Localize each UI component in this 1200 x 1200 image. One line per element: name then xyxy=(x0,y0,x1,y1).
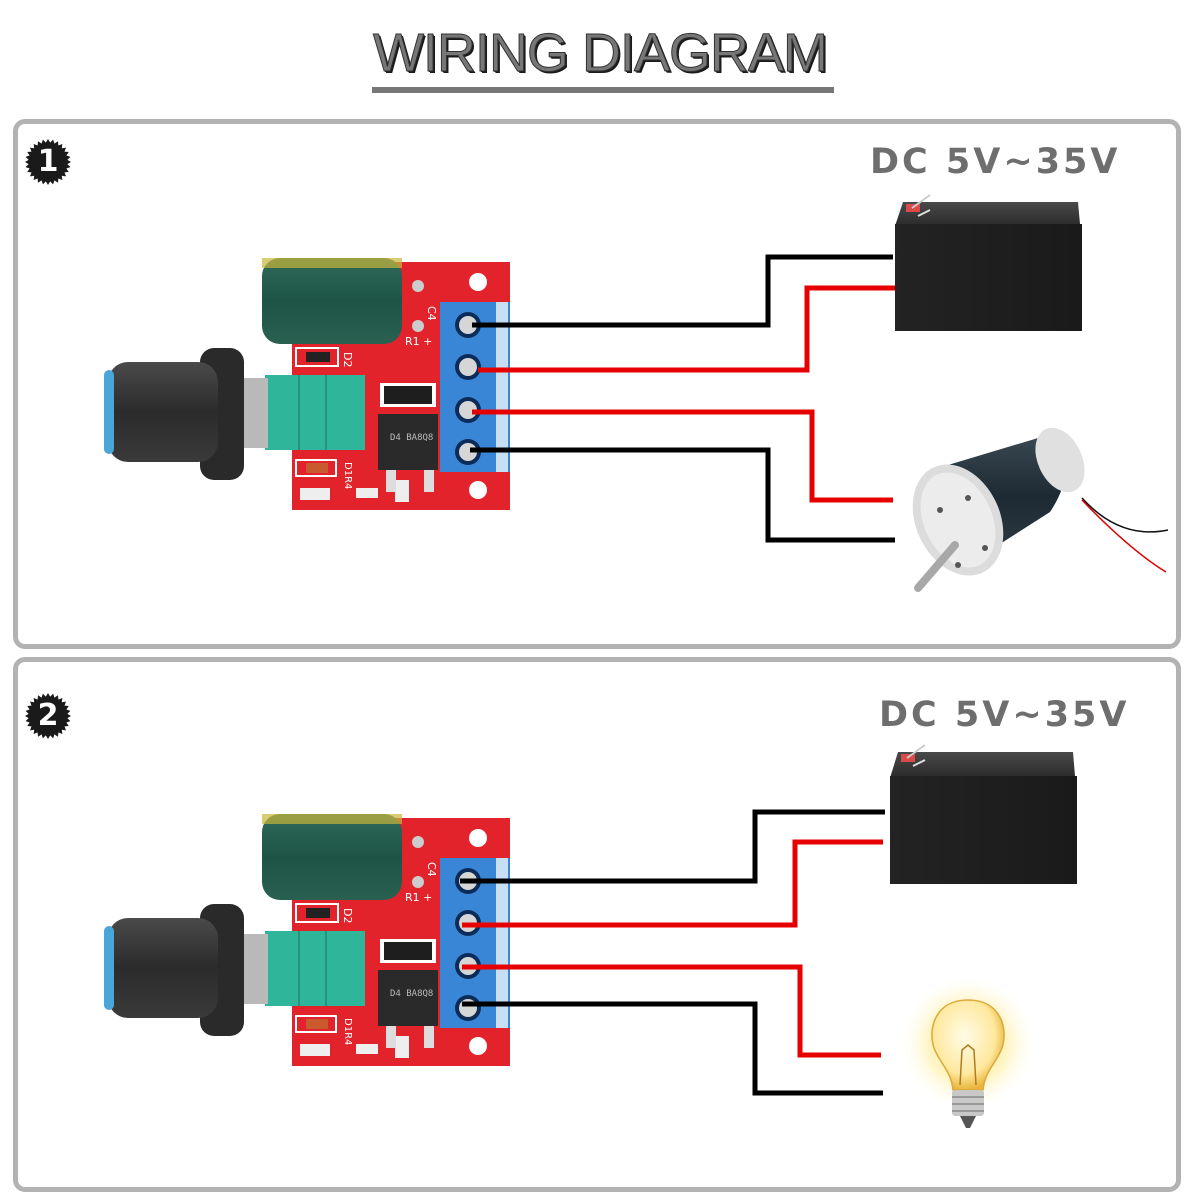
seal-icon xyxy=(25,139,71,185)
supply-voltage-label: DC 5V~35V xyxy=(870,142,1121,182)
step-badge-2: 2 xyxy=(25,693,71,739)
seal-icon xyxy=(25,693,71,739)
panel-2 xyxy=(13,657,1181,1192)
step-badge-1: 1 xyxy=(25,139,71,185)
diagram-title: WIRING DIAGRAM xyxy=(373,23,829,84)
supply-voltage-label: DC 5V~35V xyxy=(879,695,1130,735)
title-underline xyxy=(372,87,834,93)
step-number: 2 xyxy=(37,698,59,733)
step-number: 1 xyxy=(37,144,59,179)
panel-1 xyxy=(13,119,1181,649)
